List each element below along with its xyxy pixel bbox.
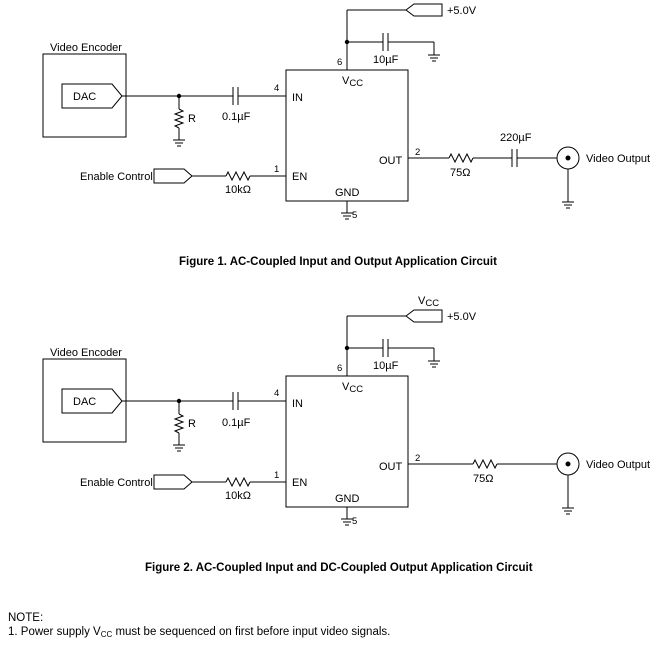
ground-symbol [427,356,441,368]
r-resistor [173,413,185,434]
video-output-label: Video Output [586,459,650,471]
decoupling-capacitor-label: 10µF [373,360,399,372]
pin-vcc-number: 6 [337,57,342,68]
pin-out-number: 2 [415,147,420,158]
ic-in-label: IN [292,92,303,104]
supply-voltage-label: +5.0V [447,5,477,17]
enable-control-port [153,474,193,490]
ic-vcc-label: VCC [342,381,363,395]
enable-resistor [225,170,251,182]
output-resistor-label: 75Ω [473,473,493,485]
output-resistor [448,152,474,164]
dac-label: DAC [73,396,96,408]
ground-symbol [561,197,575,209]
ic-gnd-label: GND [335,493,360,505]
output-resistor [472,458,498,470]
ic-gnd-label: GND [335,187,360,199]
ic-out-label: OUT [379,461,403,473]
dac-block [61,83,123,109]
pin-in-number: 4 [274,388,279,399]
dac-label: DAC [73,91,96,103]
pin-out-number: 2 [415,453,420,464]
video-encoder-title: Video Encoder [50,347,122,359]
enable-control-port [153,168,193,184]
input-capacitor-label: 0.1µF [222,417,251,429]
figure-2-caption: Figure 2. AC-Coupled Input and DC-Couple… [145,562,533,574]
ground-symbol [172,440,186,452]
pin-en-number: 1 [274,164,279,175]
video-encoder-title: Video Encoder [50,42,122,54]
r-resistor [173,108,185,129]
supply-vcc-label: VCC [418,295,439,309]
figure-1-caption: Figure 1. AC-Coupled Input and Output Ap… [179,256,497,268]
enable-control-label: Enable Control [80,477,153,489]
note-heading: NOTE: [8,612,44,624]
pin-vcc-number: 6 [337,363,342,374]
output-resistor-label: 75Ω [450,167,470,179]
enable-resistor-label: 10kΩ [225,184,251,196]
r-label: R [188,113,196,125]
ground-symbol [561,503,575,515]
ic-vcc-label: VCC [342,75,363,89]
output-capacitor-label: 220µF [500,132,532,144]
note-section: NOTE: 1. Power supply VCC must be sequen… [8,611,390,642]
enable-control-label: Enable Control [80,171,153,183]
enable-resistor-label: 10kΩ [225,490,251,502]
pin-gnd-number: 5 [352,210,357,221]
ic-en-label: EN [292,171,307,183]
input-capacitor-label: 0.1µF [222,111,251,123]
ic-out-label: OUT [379,155,403,167]
figure-2-schematic: Video Encoder DAC R 0.1µF 4 Enable Contr… [42,295,650,574]
note-line: 1. Power supply VCC must be sequenced on… [8,626,391,639]
ground-symbol [427,50,441,62]
r-label: R [188,418,196,430]
supply-voltage-label: +5.0V [447,311,477,323]
pin-gnd-number: 5 [352,516,357,527]
ic-in-label: IN [292,398,303,410]
supply-port [405,309,443,323]
enable-resistor [225,476,251,488]
decoupling-capacitor-label: 10µF [373,54,399,66]
pin-in-number: 4 [274,83,279,94]
dac-block [61,388,123,414]
ic-en-label: EN [292,477,307,489]
pin-en-number: 1 [274,470,279,481]
supply-port [405,3,443,17]
figure-1-schematic: Video Encoder DAC R 0.1µF 4 Enable Contr… [42,3,650,268]
video-output-label: Video Output [586,153,650,165]
ground-symbol [172,135,186,147]
